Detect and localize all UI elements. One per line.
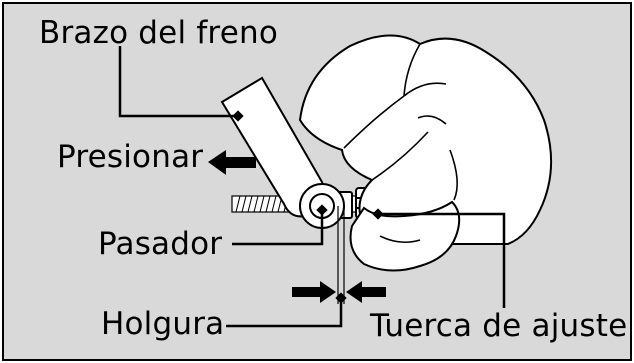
finger-lines [343, 43, 458, 201]
label-adjusting-nut: Tuerca de ajuste [370, 308, 628, 344]
leader-holgura [226, 298, 343, 328]
gap-lines [337, 206, 345, 304]
leader-tuerca [378, 212, 506, 308]
hand-upper [298, 34, 553, 246]
label-brake-arm: Brazo del freno [39, 15, 278, 51]
leader-pasador-dot [316, 204, 328, 216]
label-clearance: Holgura [101, 306, 225, 342]
leader-brazo [118, 46, 238, 118]
inward-arrows-icon [292, 281, 386, 303]
leader-tuerca-dot [372, 208, 384, 220]
label-pin: Pasador [98, 226, 223, 262]
left-arrow-icon [208, 150, 256, 175]
label-press: Presionar [57, 139, 204, 175]
leader-pasador [232, 210, 324, 246]
